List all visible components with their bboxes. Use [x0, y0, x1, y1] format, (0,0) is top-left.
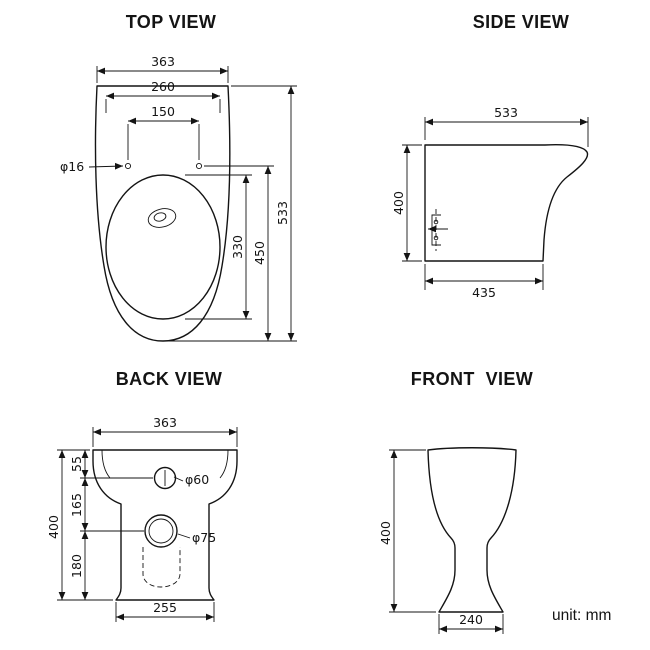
dim-back-outlet-to-floor: 180 — [69, 531, 89, 600]
dim-back-inlet-dia: φ60 — [173, 472, 209, 487]
dim-side-base-length: 435 — [424, 264, 544, 300]
dim-label: 450 — [252, 241, 267, 265]
dim-top-hinge-hole-dia: φ16 — [60, 159, 124, 174]
dim-top-seat-width: 260 — [105, 79, 221, 113]
toilet-top-outline — [94, 85, 231, 342]
fixing-hole — [433, 235, 439, 241]
dim-top-hinge-spacing: 150 — [127, 104, 200, 160]
dim-back-outlet-dia: φ75 — [177, 530, 216, 545]
hinge-hole-right — [195, 162, 203, 170]
back-view-title: BACK VIEW — [115, 369, 223, 389]
dim-label: 260 — [151, 79, 175, 94]
dim-back-overall-width: 363 — [92, 415, 238, 447]
dim-back-inlet-to-outlet: 165 — [69, 478, 89, 531]
water-spot-outer — [147, 208, 177, 228]
outlet-hole — [144, 514, 178, 548]
top-view-title: TOP VIEW — [125, 12, 217, 32]
rim-inner-line-left — [101, 449, 111, 479]
dim-label: 400 — [46, 515, 61, 539]
back-view: φ60 φ75 363 55 165 — [46, 415, 238, 622]
dim-label: 533 — [275, 201, 290, 225]
side-view: 533 400 435 — [391, 105, 589, 300]
front-view-title: FRONT VIEW — [410, 369, 534, 389]
dim-side-overall-length: 533 — [424, 105, 589, 147]
dim-label: 400 — [378, 521, 393, 545]
unit-label: unit: mm — [552, 607, 612, 624]
dim-back-height: 400 — [46, 450, 66, 600]
dim-label: 435 — [472, 285, 496, 300]
bowl-rim-ellipse — [105, 174, 221, 320]
dim-label: 363 — [151, 54, 175, 69]
side-view-title: SIDE VIEW — [472, 12, 570, 32]
dim-label: 150 — [151, 104, 175, 119]
hinge-hole-left — [124, 162, 132, 170]
trapway-dashed — [142, 547, 181, 588]
dim-top-overall-width: 363 — [96, 54, 229, 83]
dim-label: 533 — [494, 105, 518, 120]
fixing-hole — [433, 219, 439, 225]
fixing-bracket — [431, 214, 441, 246]
dim-label: 165 — [69, 493, 84, 517]
dim-top-bowl-length: 330 — [230, 175, 250, 319]
dim-label: 255 — [153, 600, 177, 615]
dim-label: φ75 — [192, 530, 216, 545]
dim-label: φ60 — [185, 472, 209, 487]
dim-front-base-width: 240 — [438, 612, 504, 634]
front-view: 400 240 — [378, 447, 517, 634]
top-view: 363 260 150 φ16 — [60, 54, 297, 342]
toilet-side-outline — [424, 144, 589, 262]
dim-front-height: 400 — [378, 449, 436, 613]
water-spot-inner — [153, 212, 167, 222]
toilet-front-outline — [427, 447, 517, 613]
outlet-hole-inner — [148, 518, 174, 544]
dim-label: 55 — [69, 456, 84, 472]
toilet-back-outline — [92, 449, 238, 601]
fixing-hole-detail — [428, 209, 448, 251]
leader-line — [88, 162, 124, 170]
dim-label: 330 — [230, 235, 245, 259]
dim-top-overall-length: 533 — [275, 86, 295, 341]
dim-back-base-width: 255 — [115, 600, 215, 622]
leader-line — [177, 533, 191, 539]
leader-line — [173, 476, 184, 482]
rim-inner-line-right — [219, 449, 229, 479]
dim-top-seat-length: 450 — [252, 166, 272, 341]
dim-label: 240 — [459, 612, 483, 627]
dim-side-height: 400 — [391, 144, 422, 262]
dim-label: 400 — [391, 191, 406, 215]
dim-back-top-to-inlet: 55 — [69, 450, 89, 478]
dim-label: φ16 — [60, 159, 84, 174]
dim-label: 363 — [153, 415, 177, 430]
dim-label: 180 — [69, 554, 84, 578]
